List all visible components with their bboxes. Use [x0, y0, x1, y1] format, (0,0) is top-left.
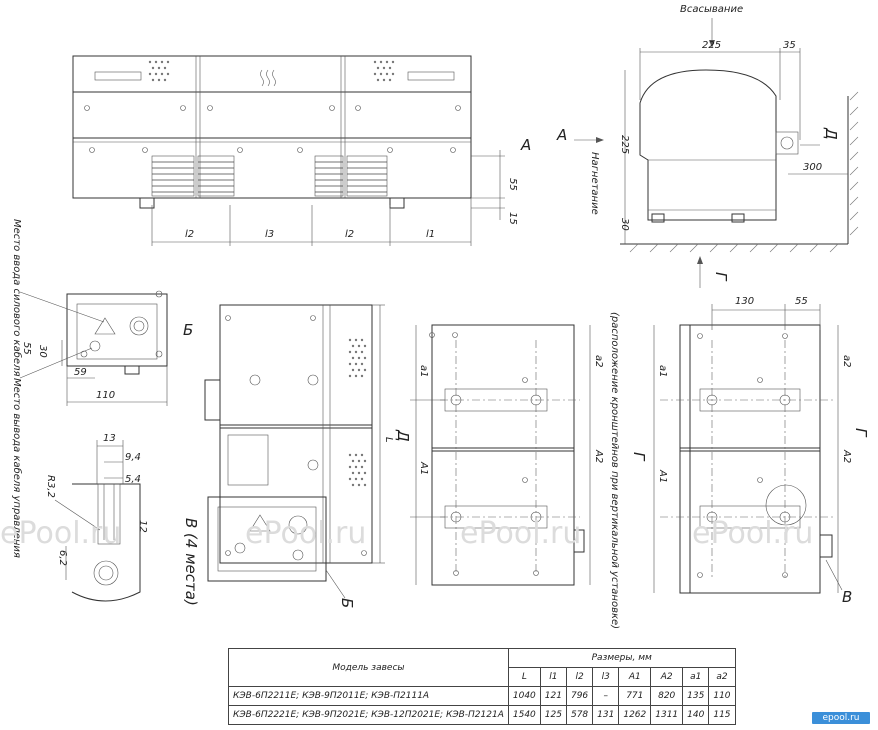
view-letter-a-front: А: [520, 136, 531, 154]
dim-225-top: 225: [702, 40, 721, 51]
table-cell: 578: [565, 705, 594, 725]
dim-a1-view-g: a1: [657, 365, 668, 378]
dimensions-table: Модель завесы Размеры, мм L l1 l2 l3 A1 …: [228, 648, 736, 725]
dim-35: 35: [783, 40, 796, 51]
dim-r3-2: R3,2: [45, 475, 56, 498]
table-col-header: L: [507, 667, 541, 687]
table-col-header: a1: [682, 667, 710, 687]
table-col-header: l1: [539, 667, 567, 687]
view-letter-d-side: Д: [822, 127, 840, 140]
table-cell: 131: [592, 705, 620, 725]
watermark-2: ePool.ru: [245, 516, 366, 551]
table-col-header: A2: [650, 667, 684, 687]
table-cell: 1040: [507, 686, 541, 706]
dim-l1: l1: [426, 229, 435, 240]
dim-5-4: 5,4: [125, 474, 141, 485]
dim-30-box: 30: [37, 345, 48, 358]
view-letter-a-side: А: [556, 126, 567, 144]
dim-130: 130: [735, 296, 754, 307]
table-header-row: Модель завесы Размеры, мм: [228, 648, 736, 687]
dim-300: 300: [803, 162, 822, 173]
view-letter-b-box: Б: [183, 321, 193, 339]
dim-15-front: 15: [507, 212, 518, 225]
front-view: 55 15 l2 l3 l2 l1 А: [72, 55, 531, 246]
label-control-cable-exit: Место вывода кабеля управления: [11, 378, 23, 558]
dim-a2-view-g: a2: [841, 355, 852, 368]
dim-55-bottom: 55: [795, 296, 808, 307]
view-letter-g-arrow: Г: [712, 272, 730, 282]
watermarks: ePool.ru ePool.ru ePool.ru ePool.ru: [0, 516, 813, 551]
dim-A1-view-g: A1: [657, 469, 668, 483]
view-letter-b-rear: Б: [338, 598, 356, 608]
table-cell: 121: [539, 686, 567, 706]
watermark-1: ePool.ru: [0, 516, 121, 551]
table-model-cell: КЭВ-6П2211Е; КЭВ-9П2011Е; КЭВ-П2111А: [228, 686, 509, 706]
table-cell: 771: [618, 686, 652, 706]
dim-l3: l3: [265, 229, 274, 240]
dim-13: 13: [103, 433, 116, 444]
table-col-header: A1: [618, 667, 652, 687]
dim-225-side: 225: [619, 135, 630, 154]
view-letter-g-right: Г: [852, 428, 870, 438]
table-row: КЭВ-6П2221Е; КЭВ-9П2021Е; КЭВ-12П2021Е; …: [228, 705, 736, 725]
table-sizes-header: Размеры, мм: [507, 648, 736, 668]
view-letter-g-left: Г: [630, 452, 648, 462]
dim-59: 59: [74, 367, 87, 378]
dim-A1-view-a: A1: [418, 461, 429, 475]
terminal-box-view: 55 30 59 110 Б Место ввода силового кабе…: [11, 219, 193, 558]
dim-55-box: 55: [21, 342, 32, 355]
rear-view: Б В (4 места) L Д: [182, 304, 412, 608]
table-row: КЭВ-6П2211Е; КЭВ-9П2011Е; КЭВ-П2111А 104…: [228, 686, 736, 706]
table-model-header: Модель завесы: [228, 648, 509, 687]
dim-L: L: [383, 437, 394, 443]
dim-a2-view-a: a2: [593, 355, 604, 368]
label-power-cable-entry: Место ввода силового кабеля: [11, 219, 23, 377]
mount-detail-view: 13 9,4 5,4 R3,2 12 6,2: [45, 433, 148, 602]
table-cell: –: [592, 686, 620, 706]
table-cell: 125: [539, 705, 567, 725]
label-mount-points: В (4 места): [182, 518, 200, 606]
dim-A2-view-a: A2: [593, 449, 604, 463]
table-model-cell: КЭВ-6П2221Е; КЭВ-9П2021Е; КЭВ-12П2021Е; …: [228, 705, 509, 725]
label-suction: Всасывание: [680, 4, 743, 15]
label-discharge: Нагнетание: [589, 152, 600, 215]
table-cell: 1540: [507, 705, 541, 725]
dim-a1-view-a: a1: [418, 365, 429, 378]
view-g: В 130 55 a1 A1 Г a2 A2 Г: [630, 296, 870, 606]
view-letter-v: В: [842, 588, 852, 606]
table-cell: 796: [565, 686, 594, 706]
view-a-brackets: a1 A1 a2 A2 (расположение кронштейнов пр…: [410, 312, 620, 629]
table-cell: 135: [682, 686, 710, 706]
table-col-header: l2: [565, 667, 594, 687]
table-cell: 115: [708, 705, 736, 725]
dim-l2-left: l2: [185, 229, 194, 240]
table-columns-row: L l1 l2 l3 A1 A2 a1 a2: [229, 667, 736, 687]
dim-9-4: 9,4: [125, 452, 141, 463]
dim-l2-right: l2: [345, 229, 354, 240]
table-cell: 1262: [618, 705, 652, 725]
table-col-header: l3: [592, 667, 620, 687]
watermark-4: ePool.ru: [692, 516, 813, 551]
table-cell: 110: [708, 686, 736, 706]
dim-A2-view-g: A2: [841, 449, 852, 463]
dim-110: 110: [96, 390, 115, 401]
view-letter-d-rear: Д: [394, 429, 412, 442]
table-cell: 820: [650, 686, 684, 706]
side-view: Всасывание 225 35 300: [556, 4, 859, 288]
watermark-3: ePool.ru: [460, 516, 581, 551]
table-cell: 1311: [650, 705, 684, 725]
table-col-header: a2: [708, 667, 736, 687]
label-bracket-note: (расположение кронштейнов при вертикальн…: [609, 312, 620, 629]
dim-12: 12: [137, 520, 148, 533]
dim-55-front: 55: [507, 178, 518, 191]
dim-6-2: 6,2: [57, 550, 68, 566]
dim-30-side: 30: [619, 218, 630, 231]
table-cell: 140: [682, 705, 710, 725]
epool-logo: epool.ru: [812, 712, 870, 724]
